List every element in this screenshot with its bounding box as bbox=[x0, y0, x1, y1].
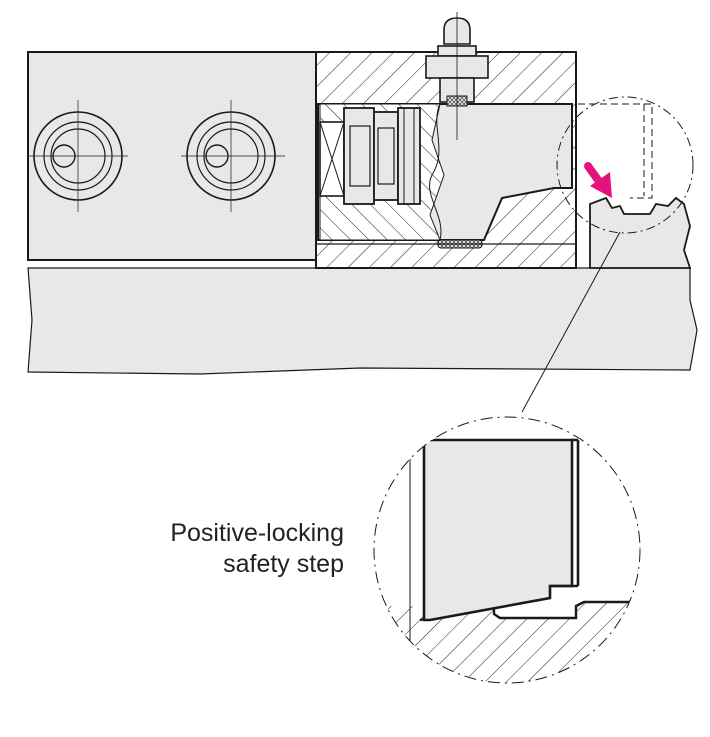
arrow-icon bbox=[584, 162, 612, 198]
callout-line-1: Positive-locking bbox=[170, 519, 344, 547]
leader-line bbox=[521, 231, 621, 413]
screw-hole-right bbox=[181, 100, 285, 212]
detail-marker-circle bbox=[556, 96, 694, 234]
callout-line-2: safety step bbox=[223, 550, 344, 578]
grease-nipple bbox=[425, 12, 489, 140]
base-rail bbox=[27, 267, 698, 375]
detail-view bbox=[374, 417, 640, 683]
callout-label: Positive-locking safety step bbox=[100, 518, 344, 580]
screw-hole-left bbox=[28, 100, 128, 212]
jaw-piece bbox=[589, 196, 692, 269]
adjusting-screw bbox=[319, 107, 421, 205]
